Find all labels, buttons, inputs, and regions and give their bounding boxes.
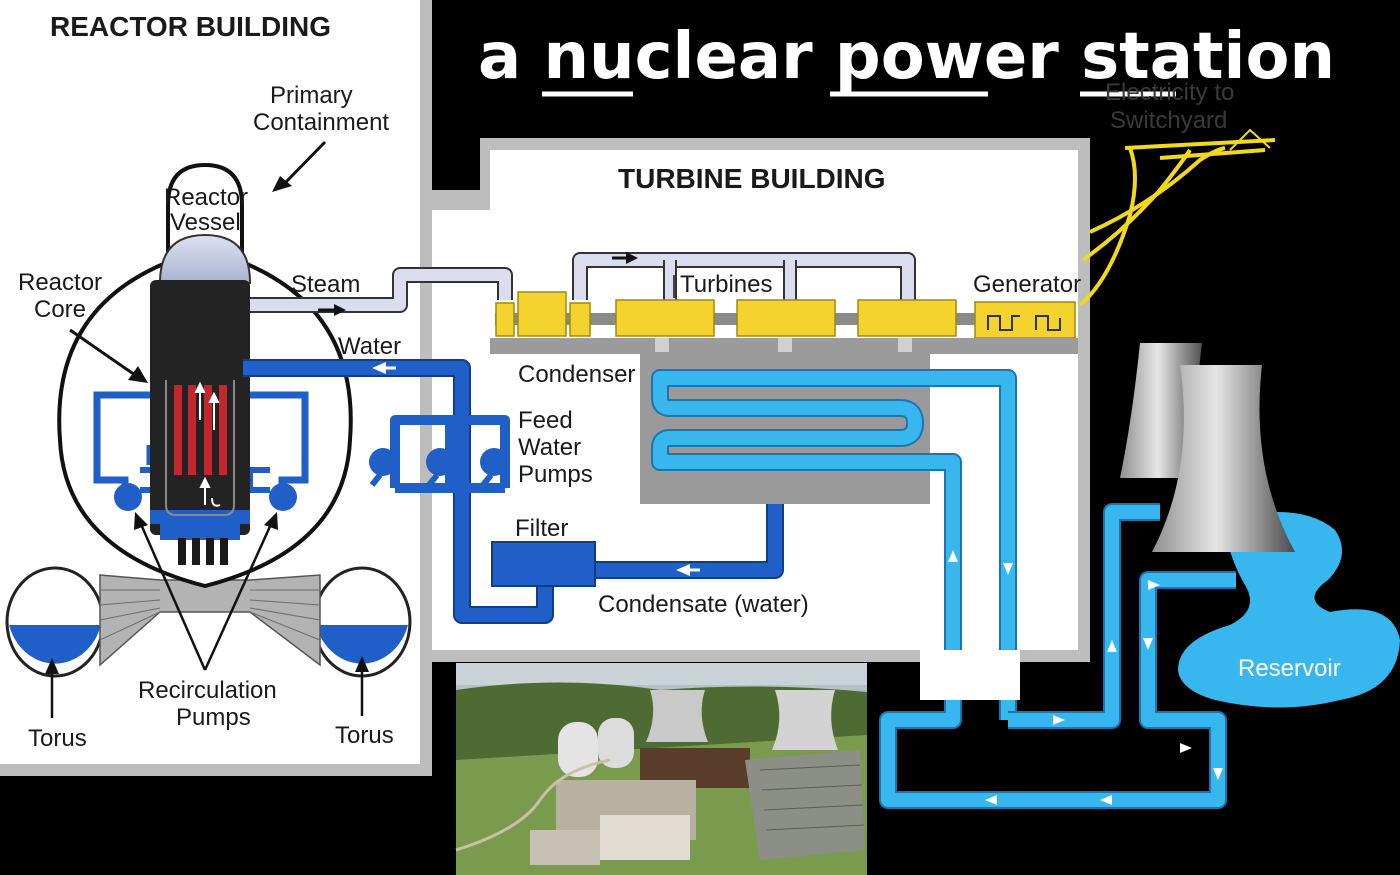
torus-left-label: Torus — [28, 725, 87, 752]
primary-containment-label-1: Primary — [270, 82, 353, 109]
recirculation-pump-left — [114, 483, 142, 511]
generator-label: Generator — [973, 271, 1081, 298]
reactor-core-label-2: Core — [34, 296, 86, 323]
containment-arrow — [272, 176, 292, 192]
cooling-tower-front — [1152, 365, 1295, 552]
recirculation-pump-right — [269, 483, 297, 511]
recirculation-pumps-label-2: Pumps — [176, 704, 251, 731]
torus-right — [312, 566, 412, 678]
steam-bypass-pipe — [574, 254, 914, 300]
feed-water-pumps-label-1: Feed — [518, 407, 573, 434]
condenser-label: Condenser — [518, 361, 635, 388]
reactor-vessel-label-2: Vessel — [170, 209, 241, 236]
power-lines — [1078, 138, 1276, 307]
reactor-core — [165, 380, 235, 516]
steam-pipe — [250, 269, 511, 311]
reservoir-label: Reservoir — [1238, 655, 1341, 682]
switchyard-label-1: Electricity to — [1105, 79, 1234, 106]
primary-containment-label-2: Containment — [253, 109, 389, 136]
turbine-2 — [736, 299, 836, 337]
recirculation-pumps-label-1: Recirculation — [138, 677, 277, 704]
reactor-core-label-1: Reactor — [18, 269, 102, 296]
steam-label: Steam — [291, 271, 360, 298]
reactor-vessel-dome — [158, 233, 252, 284]
generator-coil-icon — [987, 315, 1061, 331]
torus-right-label: Torus — [335, 722, 394, 749]
cooling-flow-arrows — [948, 550, 1223, 805]
feed-water-pumps-label-3: Pumps — [518, 461, 593, 488]
condensate-label: Condensate (water) — [598, 591, 809, 618]
pedestal-hatching — [99, 589, 321, 641]
core-flow-arrows — [194, 381, 220, 505]
turbine-building-heading: TURBINE BUILDING — [618, 163, 886, 194]
turbine-3 — [857, 299, 957, 337]
torus-left — [5, 566, 105, 678]
feed-water-pumps — [369, 415, 510, 493]
recirculation-pointer-lines — [138, 521, 274, 671]
filter-label: Filter — [515, 515, 568, 542]
reservoir — [1178, 512, 1400, 708]
switchyard-label-2: Switchyard — [1110, 107, 1227, 134]
feed-water-pumps-label-2: Water — [518, 434, 581, 461]
turbine-1 — [615, 299, 715, 337]
control-rod-drives — [178, 538, 228, 565]
reactor-vessel-label-1: Reactor — [164, 184, 248, 211]
reactor-building-heading: REACTOR BUILDING — [50, 11, 331, 42]
water-label: Water — [338, 333, 401, 360]
filter — [491, 541, 596, 587]
turbines-label: Turbines — [680, 271, 772, 298]
generator — [974, 301, 1076, 339]
page-title: a nuclear power station — [478, 20, 1335, 94]
plant-aerial-photo — [455, 663, 867, 875]
turbine-high-pressure — [517, 291, 567, 337]
